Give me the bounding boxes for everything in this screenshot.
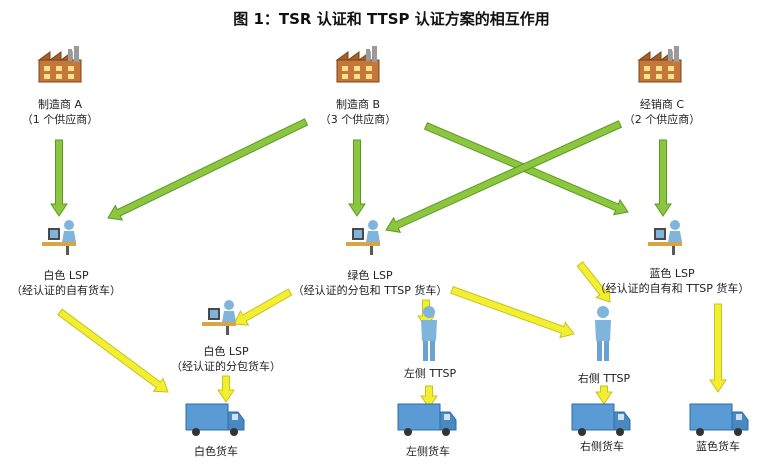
manufacturer-b-name: 制造商 B [335,98,381,111]
lsp-white-sub-label: 白色 LSP （经认证的分包货车） [171,344,281,374]
arrow-white-lsp-sub-to-white-truck [217,375,235,403]
truck-icon-blue [689,403,749,436]
arrow-b-to-white-lsp [107,118,309,221]
distributor-c-label: 经销商 C （2 个供应商） [624,97,701,127]
truck-icon-left [397,403,457,436]
lsp-worker-icon-green [346,220,380,255]
ttsp-left-label: 左侧 TTSP [403,367,457,380]
distributor-c-sub: （2 个供应商） [623,113,701,126]
arrow-left-ttsp-to-left-truck [420,385,438,409]
manufacturer-a-name: 制造商 A [37,98,83,111]
arrow-c-to-green-lsp [385,120,623,233]
arrow-right-ttsp-to-right-truck [595,385,613,405]
lsp-worker-icon-white [42,220,76,255]
arrow-green-lsp-to-white-lsp-sub [233,288,293,326]
arrow-a-to-white-lsp [50,139,68,217]
manufacturer-b-sub: （3 个供应商） [319,113,397,126]
lsp-white-label: 白色 LSP （经认证的自有货车） [11,268,121,298]
lsp-green-sub: （经认证的分包和 TTSP 货车） [292,284,448,297]
distributor-c-name: 经销商 C [639,98,685,111]
lsp-blue-label: 蓝色 LSP （经认证的自有和 TTSP 货车） [595,266,750,296]
lsp-green-name: 绿色 LSP [347,269,393,282]
manufacturer-a-label: 制造商 A （1 个供应商） [22,97,99,127]
truck-icon-white [185,403,245,436]
arrow-b-to-green-lsp [348,139,366,217]
arrow-green-lsp-to-truck-right [576,261,611,303]
factory-icon-c [637,46,682,83]
manufacturer-b-label: 制造商 B （3 个供应商） [320,97,397,127]
lsp-worker-icon-white-sub [202,300,236,335]
factory-icon-a [37,46,82,83]
truck-blue-label: 蓝色货车 [696,440,740,453]
lsp-green-label: 绿色 LSP （经认证的分包和 TTSP 货车） [293,268,448,298]
diagram-title: 图 1：TSR 认证和 TTSP 认证方案的相互作用 [233,10,550,28]
factory-icon-b [335,46,380,83]
arrow-white-lsp-to-white-truck [57,308,169,393]
truck-left-label: 左侧货车 [406,445,450,458]
lsp-worker-icon-blue [648,220,682,255]
manufacturer-a-sub: （1 个供应商） [21,113,99,126]
ttsp-right-label: 右侧 TTSP [577,372,631,385]
lsp-white-name: 白色 LSP [43,269,89,282]
person-icon-right-ttsp [595,306,611,361]
lsp-blue-name: 蓝色 LSP [649,267,695,280]
arrow-blue-lsp-to-blue-truck [709,303,727,393]
truck-white-label: 白色货车 [194,445,238,458]
arrow-c-to-blue-lsp [654,139,672,217]
truck-right-label: 右侧货车 [580,440,624,453]
lsp-white-sub-sub: （经认证的分包货车） [171,360,281,373]
arrow-green-lsp-to-right-ttsp [450,286,575,339]
lsp-white-sub: （经认证的自有货车） [11,284,121,297]
person-icon-left-ttsp [421,306,437,361]
lsp-white-sub-name: 白色 LSP [203,345,249,358]
truck-icon-right [571,403,631,436]
lsp-blue-sub: （经认证的自有和 TTSP 货车） [594,282,750,295]
